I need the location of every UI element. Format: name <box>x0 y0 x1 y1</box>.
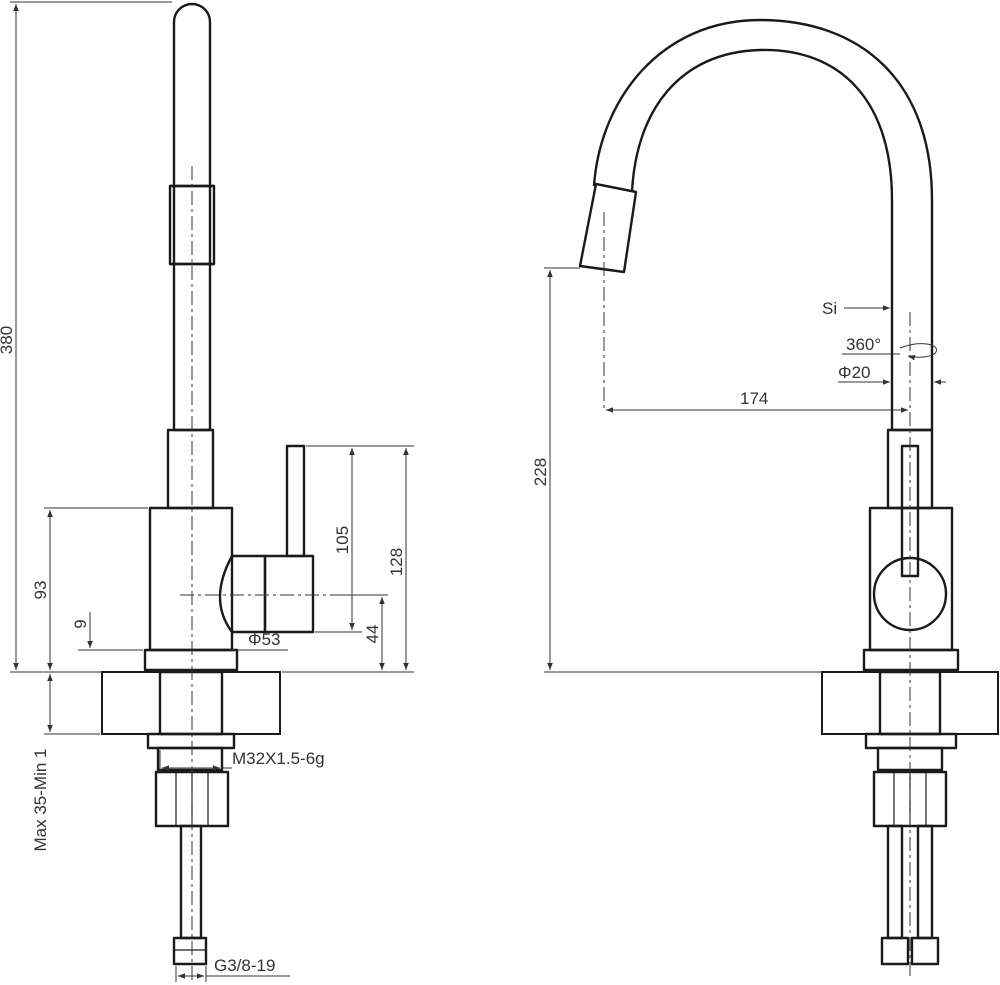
base-ring-front <box>862 648 960 672</box>
mounting-washer <box>146 732 236 750</box>
dim-44-label: 44 <box>363 625 382 644</box>
handle-lever <box>285 444 306 558</box>
rotation-label: 360° <box>846 335 881 354</box>
left-side-view: 380 93 9 105 128 44 Φ53 Max 35-Min 1 <box>0 1 414 982</box>
handle-connector <box>218 554 267 634</box>
dim-counter-thickness-label: Max 35-Min 1 <box>31 749 50 852</box>
dim-93-label: 93 <box>31 581 50 600</box>
handle-base <box>263 554 315 634</box>
spout-collar <box>166 428 215 510</box>
dim-128-label: 128 <box>387 548 406 576</box>
dim-diameter-53-label: Φ53 <box>248 630 280 649</box>
countertop-front-left <box>821 671 881 735</box>
faucet-body <box>148 506 234 652</box>
dim-228-label: 228 <box>531 458 550 486</box>
hose-left-front <box>886 824 904 940</box>
gooseneck-spout <box>592 18 934 432</box>
dim-thread-label: M32X1.5-6g <box>232 749 325 768</box>
material-label: Si <box>822 299 837 318</box>
dim-380-label: 380 <box>0 326 16 354</box>
dim-105-label: 105 <box>333 526 352 554</box>
hose-fitting <box>172 936 208 966</box>
dim-174-label: 174 <box>740 389 768 408</box>
countertop-front-right <box>939 671 999 735</box>
base-ring <box>143 648 239 672</box>
threaded-shank <box>158 670 224 736</box>
spray-head-front <box>578 182 638 274</box>
faucet-body-front <box>868 506 954 652</box>
dim-hose-thread-label: G3/8-19 <box>214 956 275 975</box>
dim-9-label: 9 <box>71 619 90 628</box>
front-view: 228 174 Si 360° Φ20 <box>531 18 999 980</box>
spout-tube <box>172 2 212 432</box>
supply-hose <box>179 824 203 940</box>
hose-right-front <box>916 824 934 940</box>
dim-diameter-20-label: Φ20 <box>838 363 870 382</box>
